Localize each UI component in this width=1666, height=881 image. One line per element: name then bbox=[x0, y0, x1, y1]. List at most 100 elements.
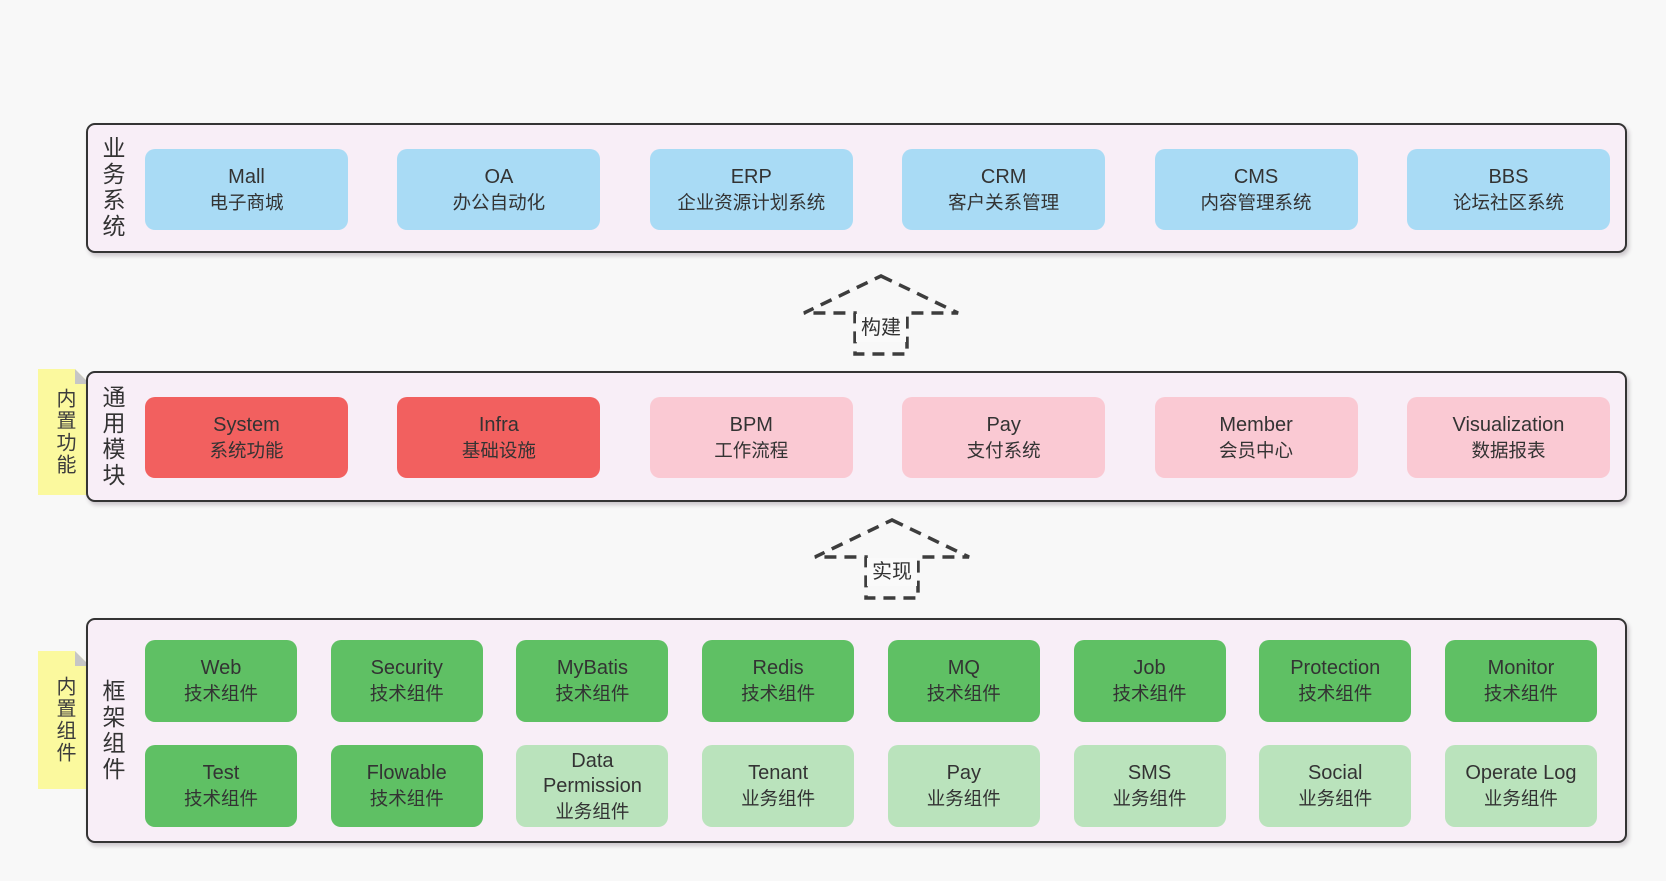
arrow-outline bbox=[803, 274, 959, 356]
box-subtitle: 技术组件 bbox=[1483, 683, 1558, 704]
box-title: ERP bbox=[730, 165, 772, 188]
business-panel-label: 业务系统 bbox=[99, 136, 125, 240]
box-title: Test bbox=[202, 762, 240, 784]
box-subtitle: 支付系统 bbox=[966, 439, 1041, 461]
box-subtitle: 基础设施 bbox=[461, 439, 536, 461]
component-box: Test 技术组件 bbox=[145, 745, 297, 827]
box-subtitle: 内容管理系统 bbox=[1200, 191, 1312, 213]
modules-panel-label: 通用模块 bbox=[99, 384, 125, 489]
box-subtitle: 业务组件 bbox=[741, 788, 816, 809]
box-title: CRM bbox=[980, 165, 1027, 188]
box-subtitle: 技术组件 bbox=[183, 683, 258, 704]
business-system-box: Mall 电子商城 bbox=[145, 149, 348, 230]
build-arrow-label: 构建 bbox=[861, 316, 901, 339]
business-box-row: Mall 电子商城 OA 办公自动化 ERP 企业资源计划系统 CRM 客户关系… bbox=[145, 149, 1610, 230]
implement-arrow: 实现 bbox=[814, 518, 970, 600]
business-systems-panel: 业务系统 Mall 电子商城 OA 办公自动化 ERP 企业资源计划系统 bbox=[86, 123, 1627, 253]
components-box-row-2: Test 技术组件 Flowable 技术组件 Data Permission … bbox=[145, 745, 1597, 827]
module-box: Visualization 数据报表 bbox=[1406, 397, 1610, 478]
box-title: MyBatis bbox=[556, 657, 628, 679]
box-subtitle: 系统功能 bbox=[209, 439, 284, 461]
box-subtitle: 企业资源计划系统 bbox=[677, 191, 826, 213]
component-box: Data Permission 业务组件 bbox=[516, 745, 669, 827]
box-subtitle: 技术组件 bbox=[1298, 683, 1373, 704]
box-title: Pay bbox=[986, 413, 1021, 436]
box-subtitle: 业务组件 bbox=[1298, 788, 1373, 809]
box-title: Infra bbox=[478, 413, 519, 436]
business-system-box: OA 办公自动化 bbox=[397, 149, 601, 230]
box-subtitle: 论坛社区系统 bbox=[1452, 191, 1564, 213]
box-title: Visualization bbox=[1452, 413, 1565, 436]
component-box: Redis 技术组件 bbox=[702, 640, 855, 722]
box-subtitle: 业务组件 bbox=[555, 800, 630, 822]
box-title: CMS bbox=[1233, 165, 1279, 188]
box-subtitle: 技术组件 bbox=[741, 683, 816, 704]
box-subtitle: 数据报表 bbox=[1471, 439, 1546, 461]
component-box: MQ 技术组件 bbox=[887, 640, 1040, 722]
box-title: Tenant bbox=[748, 762, 809, 784]
box-title: Redis bbox=[752, 657, 804, 679]
box-title: Flowable bbox=[366, 762, 447, 784]
box-subtitle: 工作流程 bbox=[714, 439, 789, 461]
component-box: Web 技术组件 bbox=[145, 640, 297, 722]
box-title: Data Permission bbox=[542, 749, 642, 797]
component-box: Job 技术组件 bbox=[1073, 640, 1226, 722]
business-system-box: CMS 内容管理系统 bbox=[1154, 149, 1358, 230]
box-title: Member bbox=[1219, 413, 1293, 436]
module-box: System 系统功能 bbox=[145, 397, 348, 478]
box-title: Web bbox=[200, 657, 242, 679]
box-subtitle: 业务组件 bbox=[926, 788, 1001, 809]
box-title: Security bbox=[370, 657, 443, 679]
note-label: 内置功能 bbox=[53, 388, 75, 476]
module-box: Member 会员中心 bbox=[1154, 397, 1358, 478]
box-subtitle: 办公自动化 bbox=[452, 191, 546, 213]
module-box: BPM 工作流程 bbox=[649, 397, 853, 478]
box-subtitle: 技术组件 bbox=[369, 788, 444, 809]
component-box: Protection 技术组件 bbox=[1259, 640, 1412, 722]
box-subtitle: 业务组件 bbox=[1112, 788, 1187, 809]
components-box-row-1: Web 技术组件 Security 技术组件 MyBatis 技术组件 Redi… bbox=[145, 640, 1597, 722]
box-title: BPM bbox=[729, 413, 773, 436]
arrow-label-bg bbox=[867, 558, 917, 586]
box-subtitle: 业务组件 bbox=[1483, 788, 1558, 809]
builtin-features-note: 内置功能 bbox=[38, 369, 90, 495]
box-title: OA bbox=[484, 165, 514, 188]
box-title: SMS bbox=[1127, 762, 1172, 784]
box-title: BBS bbox=[1488, 165, 1529, 188]
box-subtitle: 客户关系管理 bbox=[948, 191, 1060, 213]
component-box: Monitor 技术组件 bbox=[1444, 640, 1597, 722]
box-title: System bbox=[213, 413, 280, 436]
component-box: Social 业务组件 bbox=[1259, 745, 1412, 827]
build-arrow: 构建 bbox=[803, 274, 959, 356]
component-box: Flowable 技术组件 bbox=[330, 745, 483, 827]
component-box: SMS 业务组件 bbox=[1073, 745, 1226, 827]
box-title: Job bbox=[1133, 657, 1166, 679]
box-subtitle: 技术组件 bbox=[926, 683, 1001, 704]
box-subtitle: 技术组件 bbox=[369, 683, 444, 704]
business-system-box: ERP 企业资源计划系统 bbox=[649, 149, 853, 230]
box-subtitle: 会员中心 bbox=[1219, 439, 1294, 461]
box-title: Operate Log bbox=[1465, 762, 1577, 784]
framework-components-panel: 框架组件 Web 技术组件 Security 技术组件 MyBatis 技术组件 bbox=[86, 618, 1627, 843]
box-title: MQ bbox=[947, 657, 980, 679]
component-box: MyBatis 技术组件 bbox=[516, 640, 669, 722]
component-box: Security 技术组件 bbox=[330, 640, 483, 722]
component-box: Pay 业务组件 bbox=[887, 745, 1040, 827]
arrow-label-bg bbox=[856, 314, 906, 342]
common-modules-panel: 通用模块 System 系统功能 Infra 基础设施 BPM 工作流程 bbox=[86, 371, 1627, 502]
box-subtitle: 技术组件 bbox=[555, 683, 630, 704]
business-system-box: CRM 客户关系管理 bbox=[902, 149, 1106, 230]
module-box: Pay 支付系统 bbox=[902, 397, 1106, 478]
components-panel-label: 框架组件 bbox=[99, 678, 125, 783]
box-subtitle: 技术组件 bbox=[1112, 683, 1187, 704]
builtin-components-note: 内置组件 bbox=[38, 651, 90, 789]
box-title: Social bbox=[1307, 762, 1363, 784]
box-title: Mall bbox=[228, 165, 265, 188]
implement-arrow-label: 实现 bbox=[872, 560, 912, 583]
box-title: Monitor bbox=[1487, 657, 1555, 679]
arrow-outline bbox=[814, 518, 970, 600]
component-box: Tenant 业务组件 bbox=[702, 745, 855, 827]
module-box: Infra 基础设施 bbox=[397, 397, 601, 478]
business-system-box: BBS 论坛社区系统 bbox=[1406, 149, 1610, 230]
